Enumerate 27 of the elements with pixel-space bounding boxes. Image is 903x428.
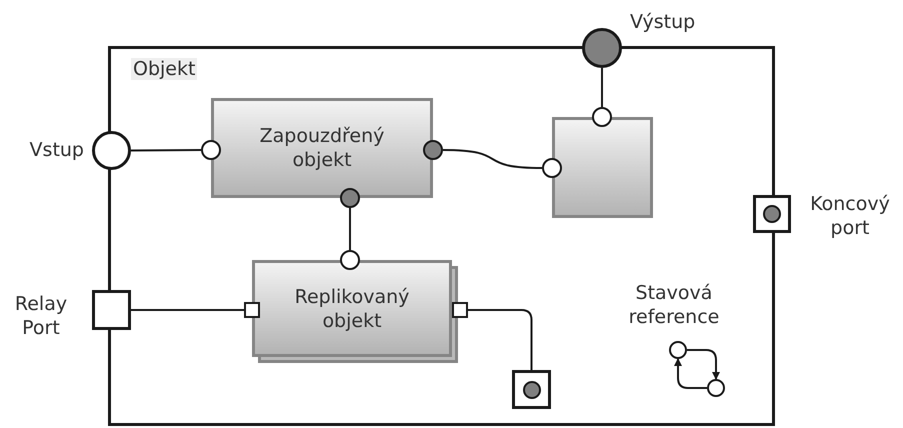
input-port [92,131,131,170]
connector [468,309,532,370]
port-square [452,302,468,318]
object-box [552,117,653,218]
connector [131,309,244,311]
connector [131,149,201,152]
object-title: Objekt [131,58,198,80]
object-label: Replikovaný objekt [294,284,410,332]
end-port [512,370,551,409]
object-label: Zapouzdřený objekt [258,124,386,172]
encapsulated-object-box [211,98,433,198]
connector [601,68,603,107]
port-label: Relay Port [14,292,68,340]
port-label: Koncový port [809,192,891,240]
connector [674,358,707,389]
state-reference-label: Stavová reference [628,281,720,329]
port-label: Vstup [28,138,84,162]
connector [349,208,351,250]
object-frame [108,46,775,426]
connector [687,349,720,380]
port-square [244,302,260,318]
replicated-object-box [252,260,458,363]
output-port [582,28,622,68]
relay-port [92,290,131,330]
end-port [753,195,791,233]
connector [442,149,542,169]
port-label: Výstup [630,10,696,34]
